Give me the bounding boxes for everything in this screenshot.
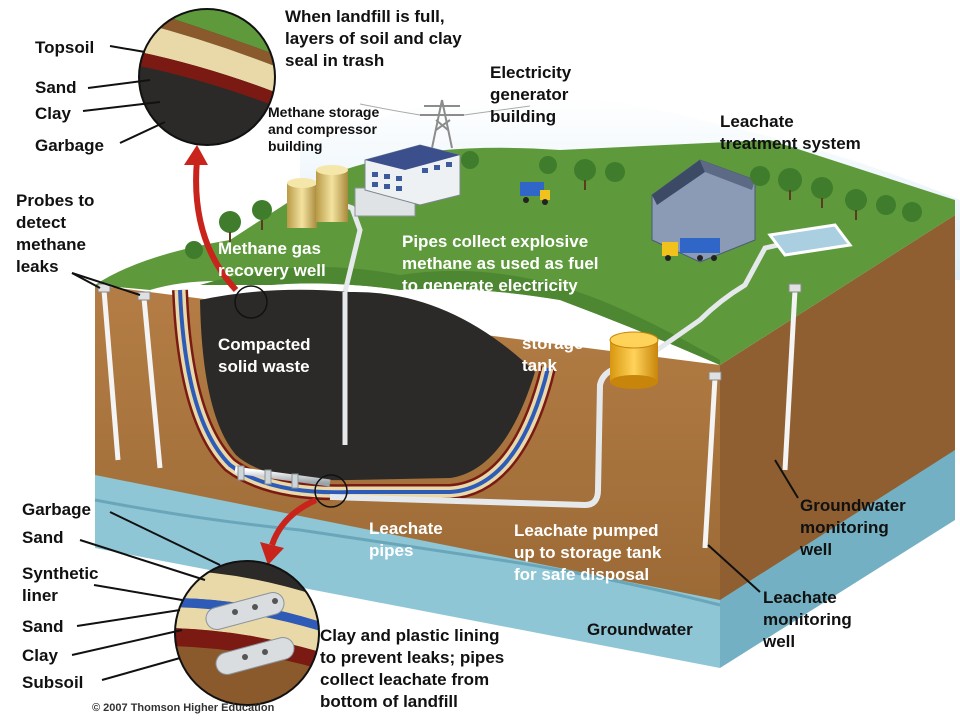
bottom-arrow bbox=[269, 497, 318, 547]
label-compacted-waste: Compacted solid waste bbox=[218, 335, 311, 376]
treatment-pond bbox=[767, 223, 853, 257]
soil-side bbox=[720, 215, 955, 600]
generator-roof bbox=[365, 145, 460, 170]
label-probes: Probes to detect methane leaks bbox=[16, 191, 95, 276]
groundwater-well-cap bbox=[788, 283, 802, 293]
leachate-pump-pipe bbox=[329, 367, 614, 509]
label-methane-well: Methane gas recovery well bbox=[218, 239, 326, 280]
bottom-arrow-head-icon bbox=[260, 542, 284, 565]
treatment-pipe bbox=[648, 237, 801, 358]
label-leachate-pumped: Leachate pumped up to storage tank for s… bbox=[514, 521, 662, 584]
perforated-pipe bbox=[205, 591, 295, 676]
leader-lines bbox=[71, 45, 799, 681]
probe-cap bbox=[137, 291, 151, 301]
truck-icon bbox=[520, 182, 550, 205]
leachate-pipe-stubs bbox=[237, 465, 299, 489]
groundwater-side bbox=[720, 445, 955, 668]
groundwater-front bbox=[95, 470, 720, 668]
label-leachate-storage: Leachate storage tank bbox=[522, 312, 596, 375]
methane-tank bbox=[287, 183, 317, 228]
methane-tank-top bbox=[287, 178, 317, 188]
methane-probes bbox=[101, 289, 163, 469]
generator-windows bbox=[372, 162, 452, 191]
bottom-zoom-marker bbox=[314, 474, 348, 508]
label-full-landfill: When landfill is full, layers of soil an… bbox=[285, 7, 462, 70]
leachate-monitoring-shaft bbox=[702, 377, 718, 549]
label-sand-bottom2: Sand bbox=[22, 617, 64, 636]
label-leachate-treatment: Leachate treatment system bbox=[720, 112, 861, 153]
label-garbage-top: Garbage bbox=[35, 136, 104, 155]
label-garbage-bottom: Garbage bbox=[22, 500, 91, 519]
label-groundwater-monitoring: Groundwater monitoring well bbox=[800, 496, 906, 559]
methane-tank-top bbox=[316, 165, 348, 175]
label-electricity-building: Electricity generator building bbox=[490, 63, 572, 126]
leachate-well-cap bbox=[708, 371, 722, 381]
treatment-roof-side bbox=[700, 160, 755, 190]
methane-tank bbox=[316, 170, 348, 222]
label-synthetic-liner: Synthetic liner bbox=[22, 564, 99, 605]
label-groundwater: Groundwater bbox=[587, 620, 693, 639]
label-clay-plastic: Clay and plastic lining to prevent leaks… bbox=[320, 626, 505, 711]
compacted-waste bbox=[200, 289, 535, 481]
top-arrow bbox=[193, 159, 239, 293]
groundwater-monitoring-shaft bbox=[782, 289, 798, 471]
label-clay-top: Clay bbox=[35, 104, 71, 123]
top-inset bbox=[139, 9, 275, 145]
label-topsoil: Topsoil bbox=[35, 38, 95, 57]
copyright-text: © 2007 Thomson Higher Education bbox=[92, 702, 275, 714]
top-inset-border bbox=[138, 8, 276, 146]
label-pipes-collect: Pipes collect explosive methane as used … bbox=[402, 232, 599, 295]
label-sand-top: Sand bbox=[35, 78, 77, 97]
water-wave bbox=[94, 498, 721, 607]
grass-shade bbox=[200, 267, 720, 365]
treatment-roof bbox=[652, 160, 705, 205]
label-sand-bottom: Sand bbox=[22, 528, 64, 547]
leachate-pipe bbox=[234, 466, 331, 487]
label-clay-bottom: Clay bbox=[22, 646, 58, 665]
trees bbox=[185, 151, 922, 259]
bottom-inset-border bbox=[174, 560, 320, 706]
top-zoom-marker bbox=[234, 285, 268, 319]
label-leachate-monitoring: Leachate monitoring well bbox=[763, 588, 852, 651]
leachate-tank-base bbox=[610, 375, 658, 389]
label-leachate-pipes: Leachate pipes bbox=[369, 519, 443, 560]
label-subsoil: Subsoil bbox=[22, 673, 84, 692]
label-methane-storage: Methane storage and compressor building bbox=[268, 104, 380, 154]
synthetic-liner bbox=[178, 289, 550, 495]
power-pylon bbox=[359, 99, 531, 149]
leachate-tank-top bbox=[609, 331, 659, 349]
top-arrow-head-icon bbox=[184, 145, 208, 165]
truck-icon bbox=[662, 238, 720, 261]
